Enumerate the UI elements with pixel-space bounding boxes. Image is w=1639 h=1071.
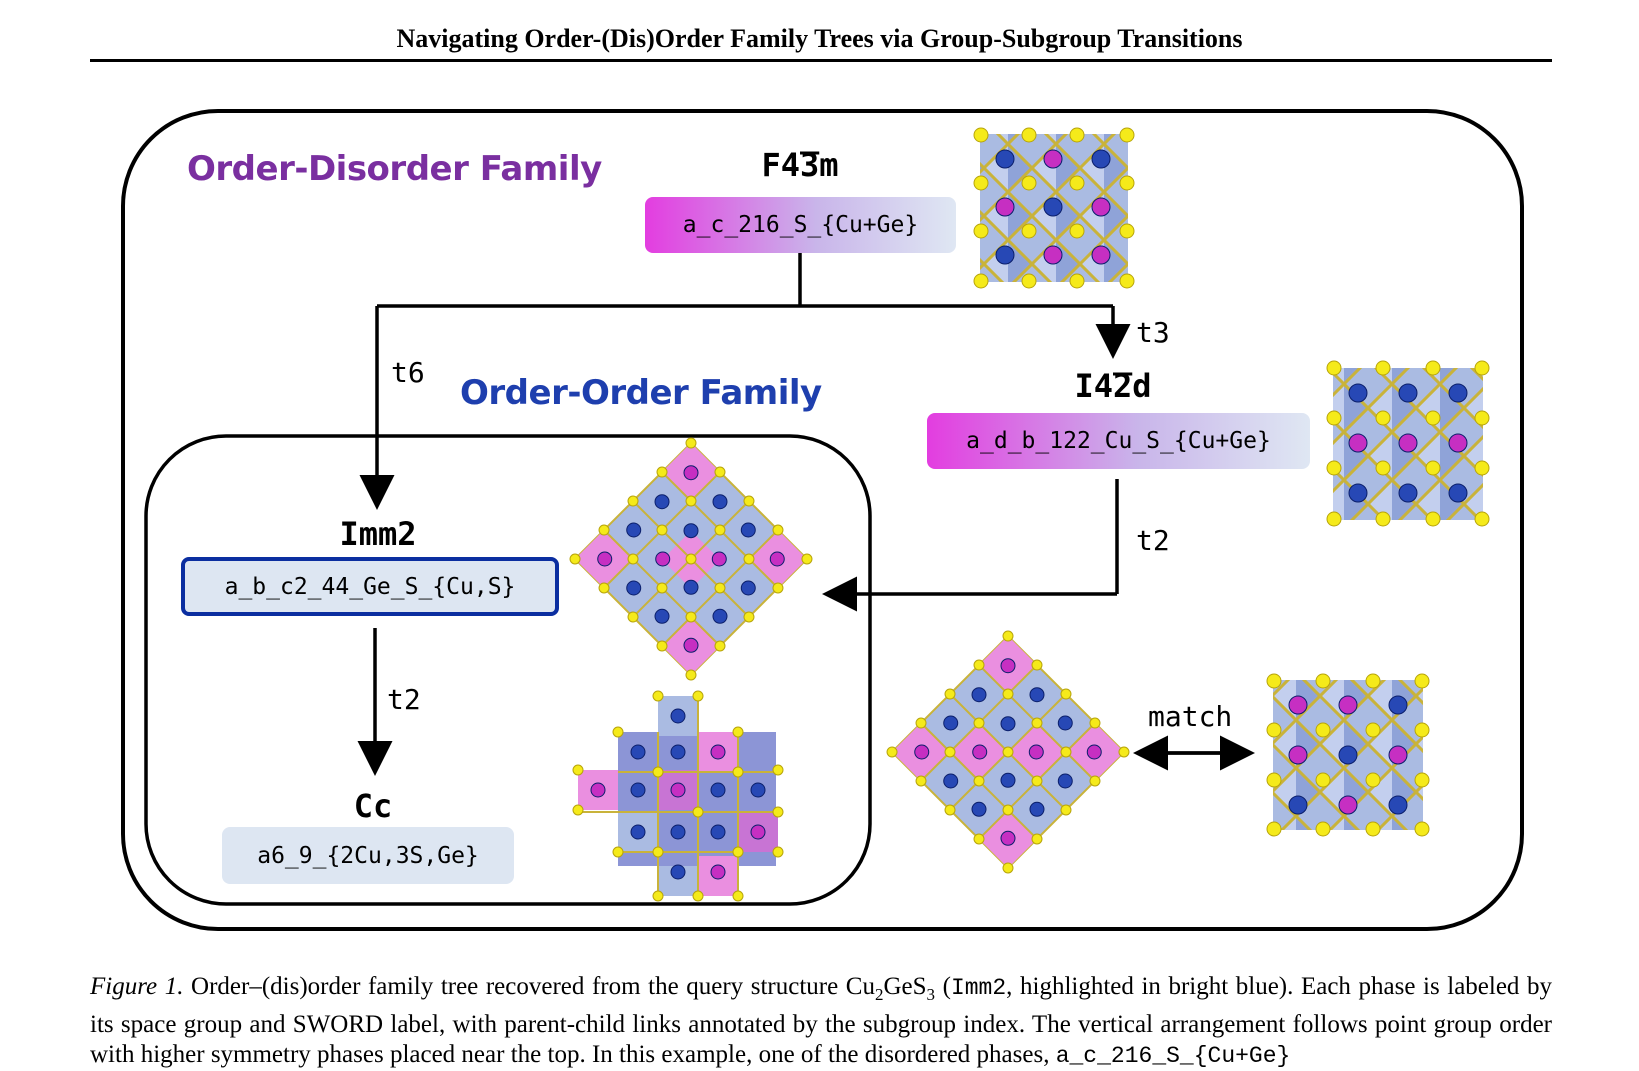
monoclinic-crystal-icon [572,690,784,902]
space-group-cc: Cc [353,787,393,825]
tetragonal-crystal-icon [1326,360,1490,527]
figure-canvas [121,109,1524,931]
caption-sub-1: 2 [874,985,884,1004]
caption-sub-2: 3 [926,985,936,1004]
header-rule [90,59,1552,62]
order-order-box [144,434,872,906]
order-order-family-title: Order-Order Family [460,373,822,413]
figure-1: Order-Disorder Family Order-Order Family… [121,109,1524,931]
cubic-crystal-icon [973,127,1135,289]
rotated-crystal-icon [886,630,1130,874]
caption-text-1: Order–(dis)order family tree recovered f… [191,973,875,1000]
sword-label-i42d: a_d_b_122_Cu_S_{Cu+Ge} [927,413,1310,469]
caption-mono-1: Imm2 [950,975,1007,1001]
sword-label-f43m: a_c_216_S_{Cu+Ge} [645,197,956,253]
order-disorder-box [121,109,1524,931]
edge-label-t2-left: t2 [387,683,421,716]
running-header: Navigating Order-(Dis)Order Family Trees… [396,24,1243,53]
space-group-imm2: Imm2 [339,515,417,553]
orthorhombic-crystal-icon [569,437,813,681]
matched-cubic-crystal-icon [1266,673,1430,837]
order-disorder-family-title: Order-Disorder Family [187,149,602,189]
caption-mono-2: a_c_216_S_{Cu+Ge} [1055,1043,1291,1069]
edge-label-t6: t6 [391,356,425,389]
caption-text-2: GeS [883,973,927,1000]
tree-connectors [357,253,1255,776]
edge-label-t2-right: t2 [1136,524,1170,557]
sword-label-imm2-query: a_b_c2_44_Ge_S_{Cu,S} [181,557,559,616]
caption-text-3: ( [942,973,951,1000]
space-group-i42d: I4̅2d [1074,367,1152,405]
edge-label-match: match [1148,700,1233,733]
edge-label-t3: t3 [1136,316,1170,349]
space-group-f43m: F4̅3m [761,146,839,184]
figure-caption: Figure 1. Order–(dis)order family tree r… [90,972,1552,1071]
caption-prefix: Figure 1. [90,973,184,1000]
sword-label-cc: a6_9_{2Cu,3S,Ge} [222,827,514,884]
